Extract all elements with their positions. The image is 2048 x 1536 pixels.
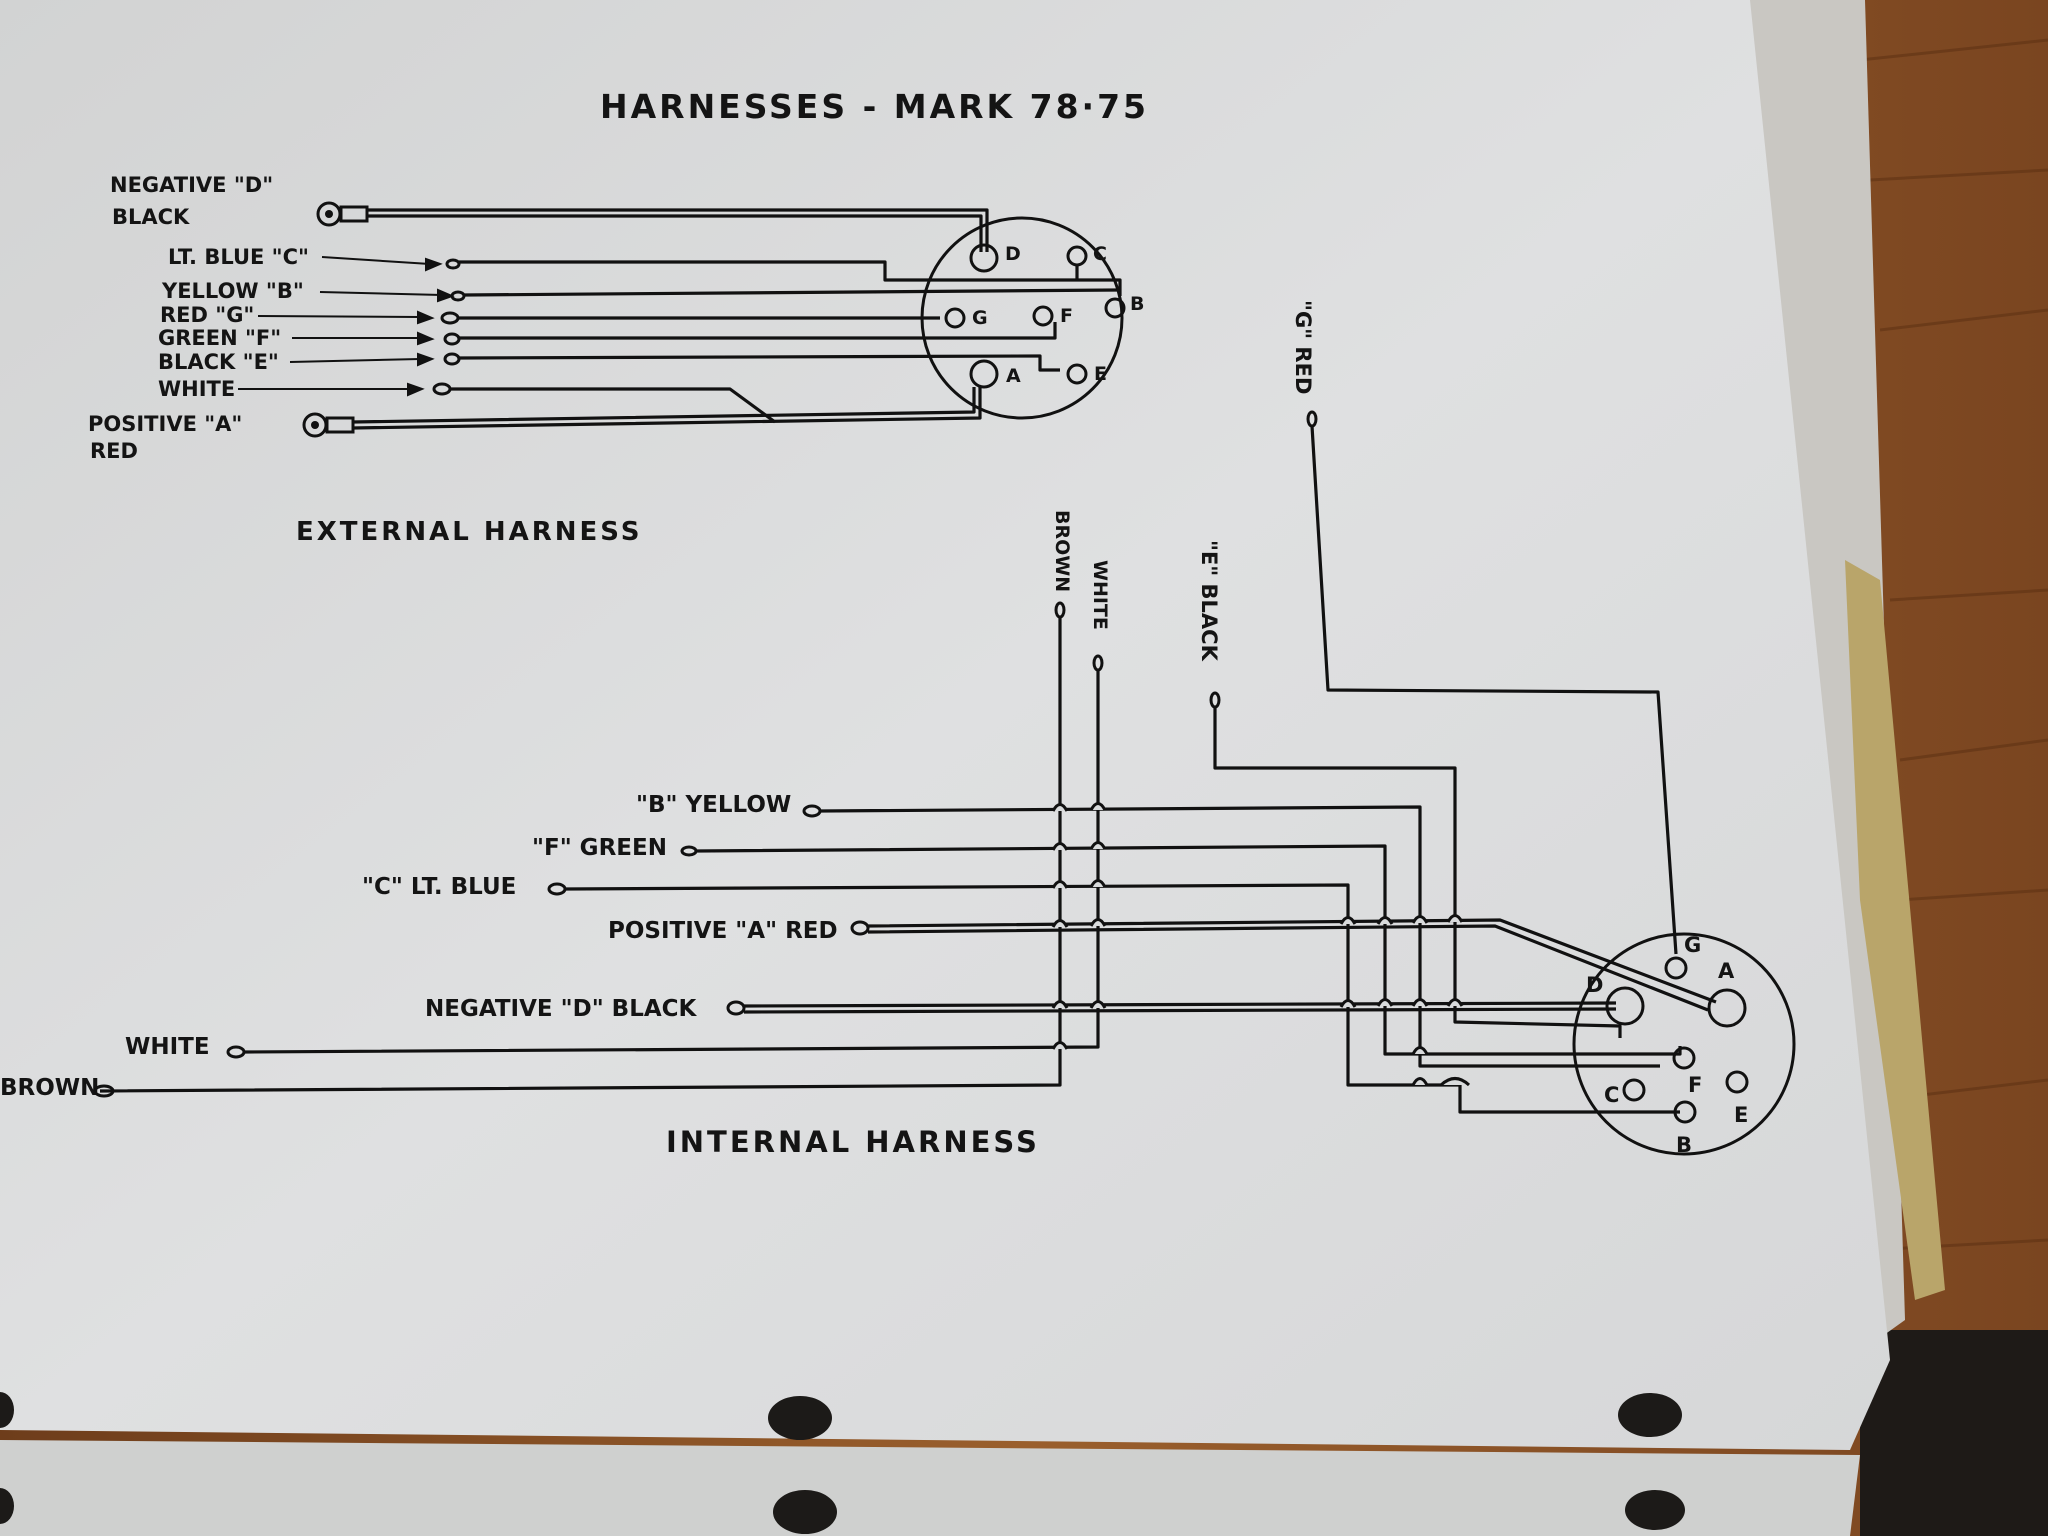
external-harness-caption: EXTERNAL HARNESS [296, 517, 643, 547]
binder-holes [0, 1392, 1685, 1534]
cardboard-edge [1845, 560, 1945, 1300]
int-connector [1572, 932, 1796, 1156]
ext-label-black: BLACK [112, 205, 190, 229]
ext-label-black-e: BLACK "E" [158, 350, 279, 374]
diagram-title: HARNESSES - MARK 78·75 [600, 87, 1149, 126]
ext-label-white: WHITE [158, 377, 235, 401]
ext-pin-c: C [1093, 243, 1107, 265]
int-label-c-lt-blue: "C" LT. BLUE [362, 874, 516, 900]
int-wires [99, 425, 1717, 1114]
int-label-white: WHITE [125, 1034, 210, 1060]
ext-pin-d: D [1005, 243, 1021, 265]
ext-pin-a: A [1006, 365, 1021, 387]
int-label-f-green: "F" GREEN [532, 835, 667, 861]
ext-wires [352, 208, 1122, 430]
int-label-negative-d-black: NEGATIVE "D" BLACK [425, 996, 698, 1022]
ext-label-positive-a: POSITIVE "A" [88, 412, 242, 436]
int-label-brown: BROWN [0, 1075, 99, 1101]
int-pin-e: E [1734, 1103, 1748, 1127]
ext-label-red: RED [90, 439, 138, 463]
ext-ring-terminal-positive [302, 412, 355, 438]
ext-pin-f: F [1060, 305, 1073, 327]
int-crossovers [1051, 802, 1471, 1087]
ext-pin-g: G [972, 307, 988, 329]
dark-bottom-right [1860, 1330, 2048, 1536]
internal-harness-caption: INTERNAL HARNESS [666, 1125, 1040, 1159]
int-pin-g: G [1684, 933, 1701, 957]
ext-pin-e: E [1094, 363, 1107, 385]
int-vert-e-black: "E" BLACK [1197, 540, 1221, 662]
ext-pin-b: B [1130, 293, 1144, 315]
int-pin-d: D [1586, 973, 1603, 997]
int-pin-a: A [1718, 959, 1735, 983]
int-pin-f: F [1688, 1073, 1702, 1097]
ext-label-lt-blue-c: LT. BLUE "C" [168, 245, 309, 269]
int-pin-labels: G A D C F E B [1586, 933, 1748, 1157]
int-label-b-yellow: "B" YELLOW [636, 792, 791, 818]
ext-label-negative-d: NEGATIVE "D" [110, 173, 273, 197]
int-pin-b: B [1676, 1133, 1692, 1157]
ext-label-yellow-b: YELLOW "B" [161, 279, 304, 303]
ext-label-green-f: GREEN "F" [158, 326, 281, 350]
ext-ring-terminal-negative [316, 201, 369, 227]
ext-label-red-g: RED "G" [160, 303, 254, 327]
int-vert-brown: BROWN [1051, 510, 1073, 592]
internal-harness: BROWN WHITE "E" BLACK "G" RED "B" YELLOW… [0, 300, 1796, 1159]
ext-pointer-arrows [238, 256, 455, 397]
int-label-positive-a-red: POSITIVE "A" RED [608, 918, 838, 944]
ext-pin-labels: D C B G F A E [972, 243, 1144, 387]
int-vert-g-red: "G" RED [1291, 300, 1315, 394]
int-vert-white: WHITE [1089, 560, 1111, 630]
int-pin-c: C [1604, 1083, 1619, 1107]
ext-connector [920, 216, 1126, 420]
external-harness: NEGATIVE "D" BLACK LT. BLUE "C" YELLOW "… [88, 173, 1144, 547]
lower-page [0, 1440, 1860, 1536]
